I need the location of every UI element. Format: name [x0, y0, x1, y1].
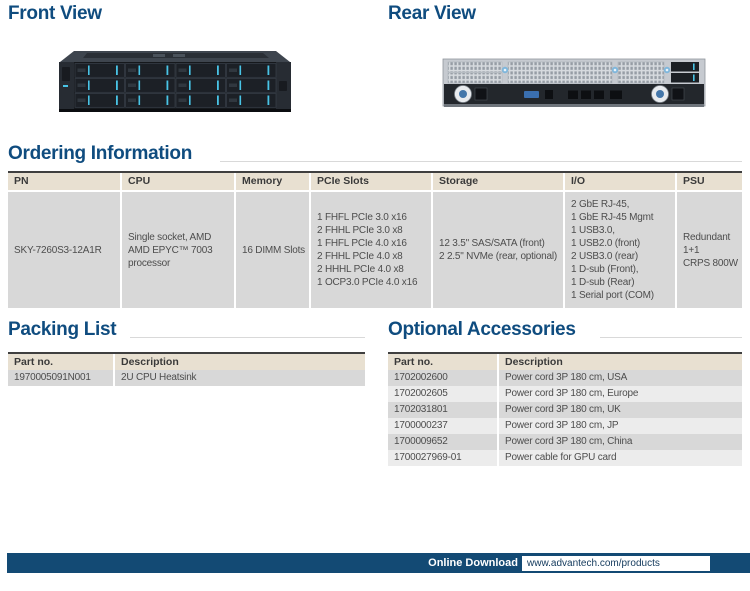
optional-part: 1700000237 [388, 418, 497, 434]
rear-view-server-image [442, 57, 706, 116]
packing-table: Part no. Description 1970005091N001 2U C… [8, 352, 365, 386]
packing-col-desc: Description [115, 354, 365, 370]
front-view-server-image [57, 51, 293, 118]
optional-desc: Power cord 3P 180 cm, USA [499, 370, 742, 386]
optional-part: 1702031801 [388, 402, 497, 418]
packing-col-part: Part no. [8, 354, 113, 370]
optional-part: 1702002605 [388, 386, 497, 402]
optional-title-rule [600, 337, 742, 338]
ordering-cell-pcie: 1 FHFL PCIe 3.0 x16 2 FHHL PCIe 3.0 x8 1… [311, 192, 431, 308]
table-top-border [388, 352, 742, 354]
ordering-col-io: I/O [565, 173, 675, 190]
table-row: 1970005091N001 2U CPU Heatsink [8, 370, 365, 386]
ordering-cell-pn: SKY-7260S3-12A1R [8, 192, 120, 308]
online-download-bar: Online Download www.advantech.com/produc… [7, 553, 750, 573]
ordering-col-memory: Memory [236, 173, 309, 190]
packing-header-row: Part no. Description [8, 354, 365, 370]
ordering-col-cpu: CPU [122, 173, 234, 190]
ordering-col-pn: PN [8, 173, 120, 190]
ordering-header-row: PN CPU Memory PCIe Slots Storage I/O PSU [8, 173, 742, 190]
table-row: 1700009652 Power cord 3P 180 cm, China [388, 434, 742, 450]
download-url-box: www.advantech.com/products [522, 555, 710, 571]
optional-part: 1700009652 [388, 434, 497, 450]
optional-part: 1702002600 [388, 370, 497, 386]
table-top-border [8, 352, 365, 354]
ordering-cell-io: 2 GbE RJ-45, 1 GbE RJ-45 Mgmt 1 USB3.0, … [565, 192, 675, 308]
packing-desc: 2U CPU Heatsink [115, 370, 365, 386]
packing-part: 1970005091N001 [8, 370, 113, 386]
rear-view-title: Rear View [388, 3, 476, 24]
table-row: 1702031801 Power cord 3P 180 cm, UK [388, 402, 742, 418]
ordering-title: Ordering Information [8, 143, 193, 164]
ordering-cell-memory: 16 DIMM Slots [236, 192, 309, 308]
ordering-title-rule [220, 161, 742, 162]
ordering-cell-storage: 12 3.5" SAS/SATA (front) 2 2.5" NVMe (re… [433, 192, 563, 308]
optional-header-row: Part no. Description [388, 354, 742, 370]
ordering-col-storage: Storage [433, 173, 563, 190]
ordering-col-pcie: PCIe Slots [311, 173, 431, 190]
optional-desc: Power cord 3P 180 cm, China [499, 434, 742, 450]
optional-table: Part no. Description 1702002600 Power co… [388, 352, 742, 466]
table-row: 1702002605 Power cord 3P 180 cm, Europe [388, 386, 742, 402]
optional-title: Optional Accessories [388, 319, 576, 340]
table-row: 1702002600 Power cord 3P 180 cm, USA [388, 370, 742, 386]
table-row: 1700000237 Power cord 3P 180 cm, JP [388, 418, 742, 434]
ordering-cell-cpu: Single socket, AMD AMD EPYC™ 7003 proces… [122, 192, 234, 308]
optional-desc: Power cable for GPU card [499, 450, 742, 466]
optional-col-desc: Description [499, 354, 742, 370]
front-view-title: Front View [8, 3, 102, 24]
table-row: 1700027969-01 Power cable for GPU card [388, 450, 742, 466]
online-download-label: Online Download [428, 557, 518, 569]
optional-desc: Power cord 3P 180 cm, JP [499, 418, 742, 434]
ordering-cell-psu: Redundant 1+1 CRPS 800W [677, 192, 742, 308]
optional-desc: Power cord 3P 180 cm, UK [499, 402, 742, 418]
table-top-border [8, 171, 742, 173]
ordering-col-psu: PSU [677, 173, 742, 190]
table-row: SKY-7260S3-12A1R Single socket, AMD AMD … [8, 192, 742, 308]
ordering-table: PN CPU Memory PCIe Slots Storage I/O PSU… [8, 171, 742, 308]
optional-part: 1700027969-01 [388, 450, 497, 466]
packing-title: Packing List [8, 319, 117, 340]
optional-col-part: Part no. [388, 354, 497, 370]
optional-desc: Power cord 3P 180 cm, Europe [499, 386, 742, 402]
packing-title-rule [130, 337, 365, 338]
